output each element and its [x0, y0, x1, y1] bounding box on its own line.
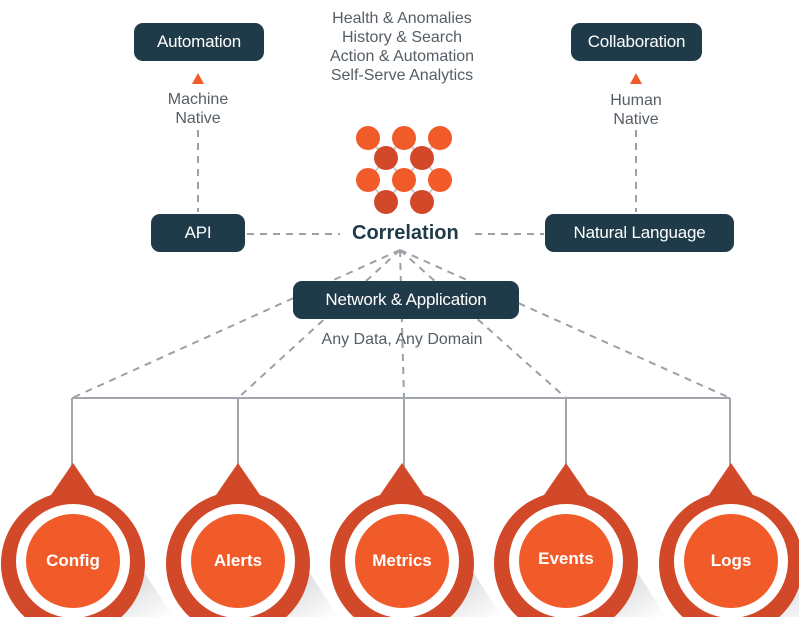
capability-item: Health & Anomalies	[332, 10, 472, 27]
capability-item: Action & Automation	[329, 48, 475, 65]
sources-layer	[1, 463, 799, 617]
machine-native-label: Machine Native	[167, 91, 229, 127]
source-alerts-shape	[166, 463, 338, 617]
any-data-label: Any Data, Any Domain	[321, 331, 483, 348]
source-logs-shape	[659, 463, 799, 617]
source-config-shape	[1, 463, 173, 617]
source-metrics-shape	[330, 463, 502, 617]
source-label-metrics: Metrics	[372, 551, 432, 570]
capability-item: History & Search	[341, 29, 463, 46]
capability-item: Self-Serve Analytics	[330, 67, 474, 84]
correlation-label: Correlation	[352, 222, 459, 244]
natural-language-node: Natural Language	[545, 214, 734, 252]
human-native-label: Human Native	[610, 92, 662, 128]
collaboration-node: Collaboration	[571, 23, 702, 61]
arrow-up-icon	[192, 73, 204, 84]
source-events-shape	[494, 463, 666, 617]
correlation-network-icon	[356, 126, 452, 214]
arrow-up-icon	[630, 73, 642, 84]
source-drops	[71, 398, 731, 470]
source-label-alerts: Alerts	[213, 551, 263, 570]
capabilities-list: Health & Anomalies History & Search Acti…	[300, 9, 504, 85]
source-label-events: Events	[538, 549, 594, 568]
fan-connectors	[71, 249, 731, 399]
source-label-logs: Logs	[710, 551, 752, 570]
api-node: API	[151, 214, 245, 252]
source-label-config: Config	[46, 551, 100, 570]
automation-node: Automation	[134, 23, 264, 61]
network-application-node: Network & Application	[293, 281, 519, 319]
